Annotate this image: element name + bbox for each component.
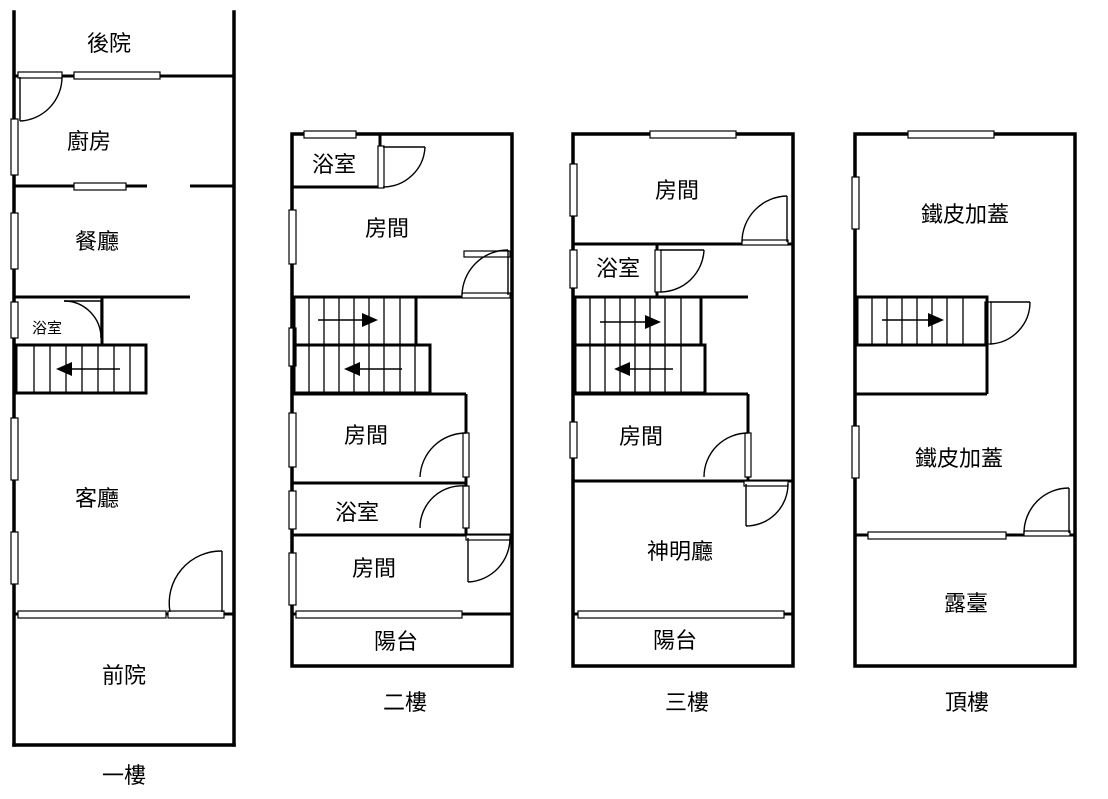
f1-window-dining	[73, 182, 127, 191]
f1-label-living: 客廳	[75, 487, 119, 512]
f2-door-room1	[461, 249, 511, 299]
f2-label-bath1: 浴室	[312, 153, 356, 178]
roof-floor-title: 頂樓	[945, 691, 989, 716]
f3-door-shrine	[743, 480, 789, 527]
f3-label-room1: 房間	[655, 179, 699, 204]
f1-door-bath	[63, 300, 102, 339]
f2-label-bath2: 浴室	[335, 501, 379, 526]
f1-window-bath	[10, 301, 19, 339]
f1-window-front-2	[167, 610, 225, 619]
roof-door-terrace	[1023, 487, 1071, 537]
f3-stair	[573, 295, 707, 395]
f1-door-kitchen	[17, 71, 63, 122]
roof-door-stair	[984, 301, 1031, 345]
f2-label-room3: 房間	[352, 557, 396, 582]
f1-window-front	[17, 610, 167, 619]
floor-3-plan: 房間 浴室 房間 神明廳 陽台 三樓	[569, 130, 795, 716]
floor-1-plan: 後院 廚房 餐廳 浴室 客廳 前院 一樓	[10, 10, 236, 789]
f1-stair-arrow-icon	[56, 362, 72, 376]
f3-door-bath	[654, 249, 705, 293]
f3-door-room2	[703, 432, 752, 478]
f3-label-room2: 房間	[619, 425, 663, 450]
f1-door-entrance	[168, 550, 223, 613]
f1-label-dining: 餐廳	[75, 230, 119, 255]
f2-outer-wall	[290, 132, 514, 668]
f2-door-room3	[465, 534, 511, 583]
f1-label-kitchen: 廚房	[67, 130, 111, 155]
f3-label-shrine: 神明廳	[647, 540, 713, 565]
f1-window-living-2	[10, 531, 19, 585]
f1-window-kitchen	[73, 71, 161, 80]
f2-label-room2: 房間	[344, 424, 388, 449]
f3-outer-wall	[571, 132, 795, 668]
floor-3-title: 三樓	[665, 691, 709, 716]
f2-door-bath1	[377, 145, 426, 189]
f3-door-room1	[741, 195, 789, 246]
f1-window-living-1	[10, 417, 19, 481]
roof-floor-plan: 鐵皮加蓋 鐵皮加蓋 露臺 頂樓	[851, 130, 1077, 716]
f3-label-bath: 浴室	[596, 257, 640, 282]
floor-2-title: 二樓	[383, 691, 427, 716]
floor-1-title: 一樓	[102, 764, 146, 789]
f2-label-room1: 房間	[365, 217, 409, 242]
roof-label-terrace: 露臺	[944, 592, 988, 617]
f2-door-room2	[419, 432, 470, 478]
floor-2-plan: 浴室 房間 房間 浴室 房間 陽台 二樓	[288, 130, 514, 716]
f2-label-balcony: 陽台	[374, 630, 418, 655]
f1-label-frontyard: 前院	[102, 664, 146, 689]
f1-window-dining-side	[10, 212, 19, 270]
f1-label-backyard: 後院	[87, 32, 131, 57]
f1-stair	[14, 343, 148, 395]
roof-stair	[855, 295, 989, 347]
roof-label-addition2: 鐵皮加蓋	[915, 447, 1003, 472]
f1-window-kitchen-side	[10, 118, 19, 176]
f1-label-bath: 浴室	[32, 319, 62, 337]
f3-label-balcony: 陽台	[653, 629, 697, 654]
roof-label-addition1: 鐵皮加蓋	[921, 203, 1009, 228]
f2-stair	[292, 295, 432, 395]
f2-door-bath2	[419, 485, 470, 529]
